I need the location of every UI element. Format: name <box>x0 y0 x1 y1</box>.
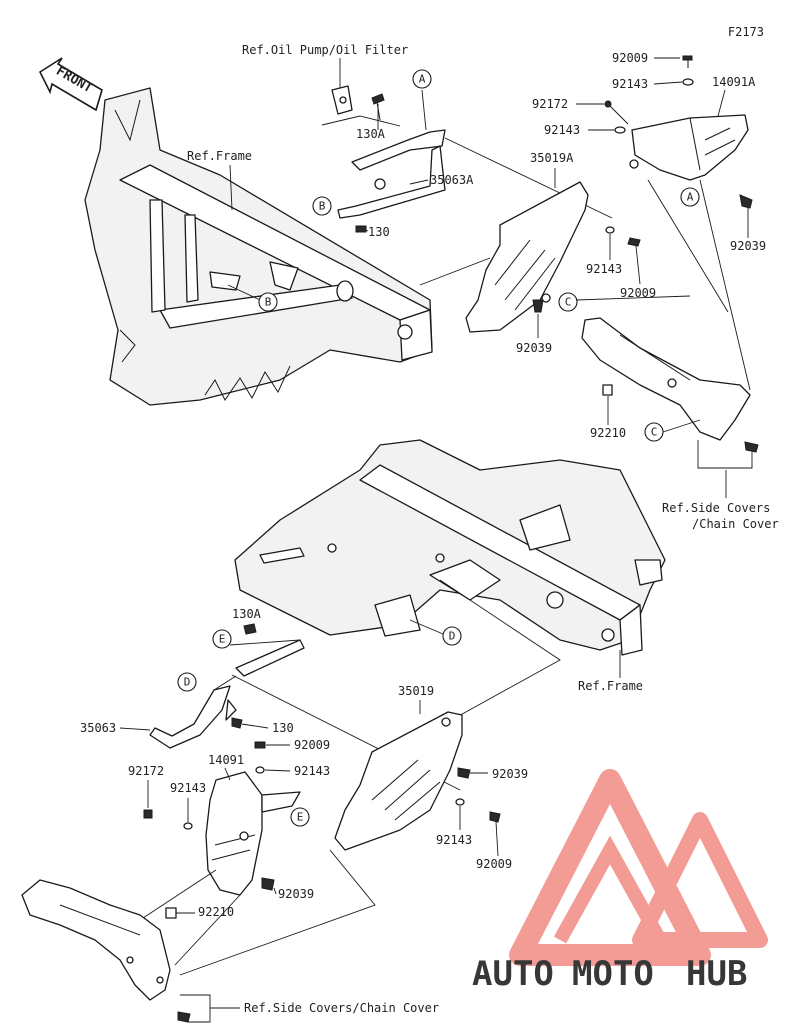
part-92039-a-bottom: 92039 <box>492 767 528 781</box>
top-frame-assembly <box>84 87 433 406</box>
part-92143-a-bottom: 92143 <box>294 764 330 778</box>
callout-e-1 <box>212 629 232 649</box>
bolt-92172-bottom-icon <box>143 809 153 819</box>
part-92039-b-top: 92039 <box>730 239 766 253</box>
clip-92039-bottom-icon <box>261 877 275 891</box>
callout-d-1-label: D <box>449 630 456 643</box>
part-14091: 14091 <box>208 753 244 767</box>
callout-c-1-label: C <box>565 296 572 309</box>
ref-oil-pump-label: Ref.Oil Pump/Oil Filter <box>242 43 408 57</box>
part-35063: 35063 <box>80 721 116 735</box>
part-92009-b-top: 92009 <box>620 286 656 300</box>
bolt-92009-top-icon <box>682 55 693 68</box>
oil-pump-bracket <box>331 85 353 115</box>
washer-92143-bottom-2-icon <box>183 822 193 830</box>
part-92039-b-bottom: 92039 <box>278 887 314 901</box>
part-130a-top: 130A <box>356 127 386 141</box>
callout-e-2-label: E <box>297 811 304 824</box>
callout-d-2-label: D <box>184 676 191 689</box>
part-92143-a-top: 92143 <box>612 77 648 91</box>
logo-text-hub: HUB <box>686 954 747 994</box>
part-35019: 35019 <box>398 684 434 698</box>
logo-triangle-right <box>632 812 768 948</box>
bolt-92009-bottom-icon <box>254 741 266 749</box>
clip-bottom-chain-icon <box>177 1011 191 1023</box>
washer-92143-top-icon <box>682 78 694 86</box>
callout-a-1-label: A <box>419 73 426 86</box>
callout-e-1-label: E <box>219 633 226 646</box>
logo-triangle-outer <box>509 769 711 966</box>
part-130a-bottom: 130A <box>232 607 262 621</box>
bolt-130a-top-icon <box>371 93 385 121</box>
part-35019a: 35019A <box>530 151 574 165</box>
part-92143-c-top: 92143 <box>586 262 622 276</box>
washer-92143-bottom-right-icon <box>455 798 465 806</box>
ref-side-covers-bottom-label: Ref.Side Covers/Chain Cover <box>244 1001 439 1015</box>
bolt-92172-top-icon <box>604 100 629 125</box>
callout-d-2 <box>177 672 197 692</box>
callout-e-2 <box>290 807 310 827</box>
callout-b-2-label: B <box>265 296 272 309</box>
clip-92039-bottom-right-icon <box>457 767 471 779</box>
clip-92039-top-right-icon <box>739 194 753 209</box>
automotohub-logo: AUTO MOTO HUB <box>472 769 768 994</box>
part-92143-b-bottom: 92143 <box>170 781 206 795</box>
logo-text-auto: AUTO <box>472 954 554 994</box>
callout-b-1 <box>312 196 332 216</box>
nut-92210-top-icon <box>602 384 613 396</box>
bolt-92009-top-mid-icon <box>627 237 641 247</box>
washer-92143-bottom-icon <box>255 766 265 774</box>
callout-a-1 <box>412 69 432 89</box>
callout-b-2 <box>258 292 278 312</box>
part-92009-b-bottom: 92009 <box>476 857 512 871</box>
part-92039-a-top: 92039 <box>516 341 552 355</box>
bolt-130-top-icon <box>355 225 367 233</box>
bracket-35063a <box>337 129 446 219</box>
part-92210-bottom: 92210 <box>198 905 234 919</box>
callout-a-2 <box>680 187 700 207</box>
part-130-top: 130 <box>368 225 390 239</box>
logo-triangle-inner <box>553 835 667 944</box>
cover-35019a <box>465 181 589 333</box>
part-130-bottom: 130 <box>272 721 294 735</box>
guard-14091a <box>629 114 749 181</box>
bolt-130-bottom-icon <box>231 717 243 729</box>
bracket-35063 <box>149 639 305 749</box>
chain-cover-top <box>581 317 751 441</box>
part-92009-a-top: 92009 <box>612 51 648 65</box>
bottom-frame-assembly <box>234 439 666 656</box>
chain-cover-bottom <box>21 879 171 1001</box>
clip-92039-top-left-icon <box>532 299 544 313</box>
part-92172-top: 92172 <box>532 97 568 111</box>
clip-top-chain-icon <box>744 441 759 453</box>
bolt-92009-bottom-right-icon <box>489 811 501 823</box>
part-14091a: 14091A <box>712 75 756 89</box>
callout-b-1-label: B <box>319 200 326 213</box>
bolt-130a-bottom-icon <box>243 623 257 635</box>
washer-92143-top-2-icon <box>614 126 626 134</box>
callout-a-2-label: A <box>687 191 694 204</box>
part-92172-bottom: 92172 <box>128 764 164 778</box>
callout-c-2-label: C <box>651 426 658 439</box>
callout-c-1 <box>558 292 578 312</box>
part-92143-b-top: 92143 <box>544 123 580 137</box>
cover-35019 <box>334 711 463 851</box>
ref-frame-bottom-label: Ref.Frame <box>578 679 643 693</box>
part-92009-a-bottom: 92009 <box>294 738 330 752</box>
ref-side-covers-top-line2: /Chain Cover <box>692 517 779 531</box>
logo-text-moto: MOTO <box>572 954 654 994</box>
nut-92210-bottom-icon <box>165 907 177 919</box>
part-92143-c-bottom: 92143 <box>436 833 472 847</box>
ref-frame-top-label: Ref.Frame <box>187 149 252 163</box>
front-arrow-icon: FRONT <box>38 57 103 112</box>
callout-d-1 <box>442 626 462 646</box>
guard-14091 <box>205 771 301 896</box>
ref-side-covers-top-line1: Ref.Side Covers <box>662 501 770 515</box>
part-92210-top: 92210 <box>590 426 626 440</box>
part-35063a: 35063A <box>430 173 474 187</box>
washer-92143-top-mid-icon <box>605 226 615 234</box>
diagram-code: F2173 <box>728 25 764 39</box>
